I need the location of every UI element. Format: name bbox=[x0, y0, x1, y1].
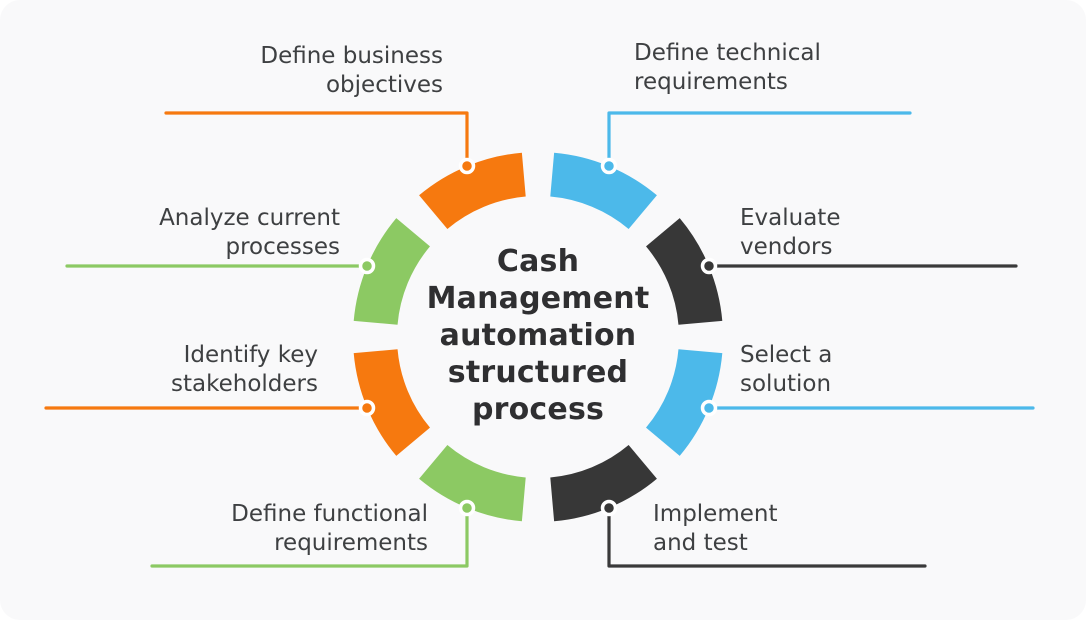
connector-line-implement-and-test bbox=[607, 506, 927, 568]
step-label-identify-key-stakeholders: Identify key stakeholders bbox=[171, 342, 318, 397]
arc-segment-evaluate-vendors bbox=[646, 218, 723, 325]
arc-segment-define-technical-requirements bbox=[550, 152, 657, 229]
connector-line-define-functional-requirements bbox=[150, 506, 469, 568]
arc-segment-select-a-solution bbox=[646, 349, 723, 456]
step-label-implement-and-test: Implement and test bbox=[653, 501, 778, 556]
anchor-dot-select-a-solution bbox=[700, 399, 718, 417]
step-label-define-business-objectives: Define business objectives bbox=[260, 43, 443, 98]
diagram-center-title: Cash Management automation structured pr… bbox=[426, 244, 650, 427]
arc-segment-define-functional-requirements bbox=[419, 445, 526, 522]
step-label-evaluate-vendors: Evaluate vendors bbox=[740, 205, 841, 260]
arc-segment-analyze-current-processes bbox=[353, 218, 430, 325]
anchor-dot-define-technical-requirements bbox=[600, 157, 618, 175]
step-label-select-a-solution: Select a solution bbox=[740, 342, 833, 397]
arc-segment-implement-and-test bbox=[550, 445, 657, 522]
connector-line-define-technical-requirements bbox=[607, 111, 912, 168]
arc-segment-identify-key-stakeholders bbox=[353, 349, 430, 456]
anchor-dot-identify-key-stakeholders bbox=[358, 399, 376, 417]
anchor-dot-define-functional-requirements bbox=[458, 499, 476, 517]
anchor-dot-define-business-objectives bbox=[458, 157, 476, 175]
step-label-define-functional-requirements: Define functional requirements bbox=[231, 501, 428, 556]
anchor-dot-analyze-current-processes bbox=[358, 257, 376, 275]
arc-segment-define-business-objectives bbox=[419, 152, 526, 229]
connector-line-define-business-objectives bbox=[164, 111, 469, 168]
anchor-dot-implement-and-test bbox=[600, 499, 618, 517]
step-label-define-technical-requirements: Define technical requirements bbox=[634, 40, 821, 95]
step-label-analyze-current-processes: Analyze current processes bbox=[159, 205, 340, 260]
anchor-dot-evaluate-vendors bbox=[700, 257, 718, 275]
